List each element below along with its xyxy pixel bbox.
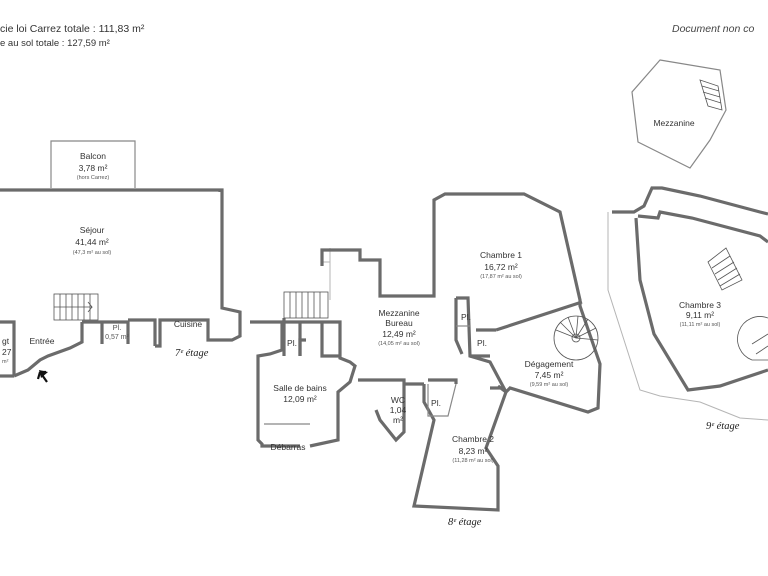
stair-9-mezz: [699, 79, 723, 111]
wc-area: 1,04: [390, 405, 407, 415]
spiral-stair-8: [553, 315, 599, 361]
floor-9-label: 9ᵉ étage: [706, 421, 740, 432]
balcon-note: (hors Carrez): [77, 175, 110, 181]
entree-label: Entrée: [29, 336, 54, 346]
balcon-label: Balcon: [80, 151, 106, 161]
floor-8-label: 8ᵉ étage: [448, 517, 482, 528]
chambre2-wall: [412, 384, 508, 512]
spiral-stair-9: [737, 316, 768, 361]
dgt-left-label: gt: [2, 336, 10, 346]
chambre2-area: 8,23 m²: [459, 446, 488, 456]
chambre3-area: 9,11 m²: [686, 310, 714, 320]
mezzanine-bureau-label: Mezzanine: [378, 308, 419, 318]
chambre3-wall: [612, 186, 768, 216]
pl7-label: Pl.: [113, 323, 122, 332]
stair-9: [707, 247, 743, 291]
degagement-note: (9,59 m² au sol): [530, 382, 569, 388]
balcon-area: 3,78 m²: [79, 163, 108, 173]
mezzanine-bureau-area: 12,49 m²: [382, 329, 416, 339]
carrez-total: cie loi Carrez totale : 111,83 m²: [0, 23, 145, 35]
entry-arrow-icon: [36, 370, 48, 383]
sejour-area: 41,44 m²: [75, 237, 109, 247]
balcon-outline: [50, 140, 136, 188]
dgt-left-area: 27: [2, 347, 12, 357]
sejour-wall: [0, 188, 242, 348]
ground-total: e au sol totale : 127,59 m²: [0, 38, 110, 49]
stair-7: [53, 293, 99, 321]
mezzanine-bureau-note: (14,05 m² au sol): [378, 341, 420, 347]
chambre2-note: (11,28 m² au sol): [452, 458, 493, 464]
sdb-wall: [250, 320, 300, 448]
stair-8: [283, 291, 329, 319]
disclaimer: Document non co: [672, 23, 754, 35]
degagement-area: 7,45 m²: [535, 370, 564, 380]
pl8c-label: Pl.: [461, 312, 471, 322]
degagement-label: Dégagement: [525, 359, 574, 369]
wc-label: WC: [391, 395, 405, 405]
sejour-label: Séjour: [80, 225, 105, 235]
cuisine-label: Cuisine: [174, 319, 203, 329]
floor-7-plan: Balcon 3,78 m² (hors Carrez) Séjour 41,4…: [0, 140, 242, 383]
chambre1-label: Chambre 1: [480, 250, 522, 260]
chambre3-note: (11,11 m² au sol): [680, 322, 721, 328]
chambre2-label: Chambre 2: [452, 434, 494, 444]
sejour-note: (47,3 m² au sol): [73, 250, 112, 256]
chambre3-label: Chambre 3: [679, 300, 721, 310]
pl8b-label: Pl.: [431, 398, 441, 408]
wc-unit: m²: [393, 415, 403, 425]
pl8a-label: Pl.: [287, 338, 297, 348]
floor-7-label: 7ᵉ étage: [175, 348, 209, 359]
pl7-area: 0,57 m²: [105, 334, 129, 341]
debarras-label: Débarras: [271, 442, 306, 452]
mezzanine-9-label: Mezzanine: [653, 118, 694, 128]
mezzanine-9-outline: [631, 59, 727, 169]
mezzanine-bureau-label2: Bureau: [385, 318, 413, 328]
sdb-area: 12,09 m²: [283, 394, 317, 404]
pl8d-label: Pl.: [477, 338, 487, 348]
chambre1-note: (17,87 m² au sol): [480, 274, 522, 280]
floor-9-plan: Mezzanine Chambre 3 9,11 m² (11,11 m² au…: [607, 59, 768, 432]
chambre1-area: 16,72 m²: [484, 262, 518, 272]
chambre1-wall: [418, 192, 602, 414]
dgt-left-note: m²: [2, 359, 9, 365]
floor-8-plan: Mezzanine Bureau 12,49 m² (14,05 m² au s…: [250, 192, 602, 528]
sdb-label: Salle de bains: [273, 383, 326, 393]
